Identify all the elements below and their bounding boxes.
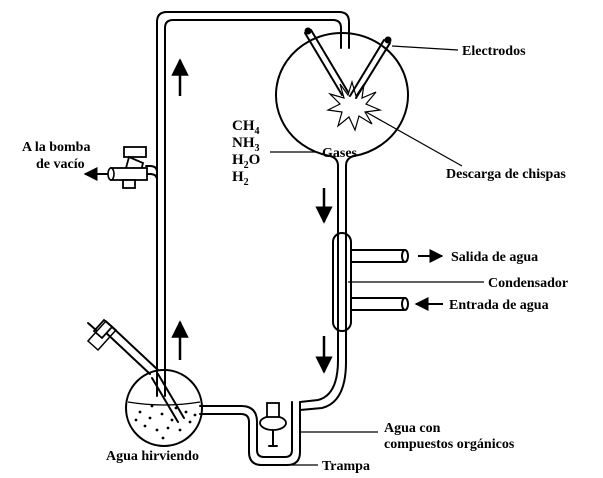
stopcock-icon bbox=[107, 146, 148, 189]
trap-stopcock-icon bbox=[259, 402, 287, 447]
electrodes-group bbox=[304, 27, 392, 99]
flow-arrows bbox=[83, 58, 444, 374]
label-spark-discharge: Descarga de chispas bbox=[446, 167, 566, 182]
gas-list: CH4 NH3 H2O H2 bbox=[232, 118, 260, 188]
gas-formula: NH3 bbox=[232, 135, 260, 154]
condenser-jacket bbox=[332, 232, 409, 332]
label-trap: Trampa bbox=[322, 459, 370, 474]
spark-icon bbox=[326, 79, 383, 132]
boiling-flask bbox=[86, 318, 203, 447]
label-electrodes: Electrodos bbox=[462, 44, 526, 59]
bubbles bbox=[134, 404, 197, 440]
label-water-out: Salida de agua bbox=[451, 250, 538, 265]
label-water-in: Entrada de agua bbox=[449, 298, 549, 313]
leader-lines bbox=[270, 45, 484, 466]
label-boiling-water: Agua hirviendo bbox=[106, 449, 199, 464]
label-vacuum-pump-1: A la bomba bbox=[22, 140, 90, 155]
label-gases: Gases bbox=[322, 146, 358, 161]
label-condenser: Condensador bbox=[488, 276, 568, 291]
label-water-organic-2: compuestos orgánicos bbox=[384, 437, 515, 452]
label-vacuum-pump-2: de vacío bbox=[36, 157, 85, 172]
label-water-organic-1: Agua con bbox=[384, 421, 441, 436]
labels: Electrodos Descarga de chispas Gases A l… bbox=[22, 44, 568, 474]
gas-formula: H2O bbox=[232, 152, 260, 171]
gas-formula: H2 bbox=[232, 169, 249, 188]
glass-tubing bbox=[145, 11, 350, 466]
gas-formula: CH4 bbox=[232, 118, 260, 137]
